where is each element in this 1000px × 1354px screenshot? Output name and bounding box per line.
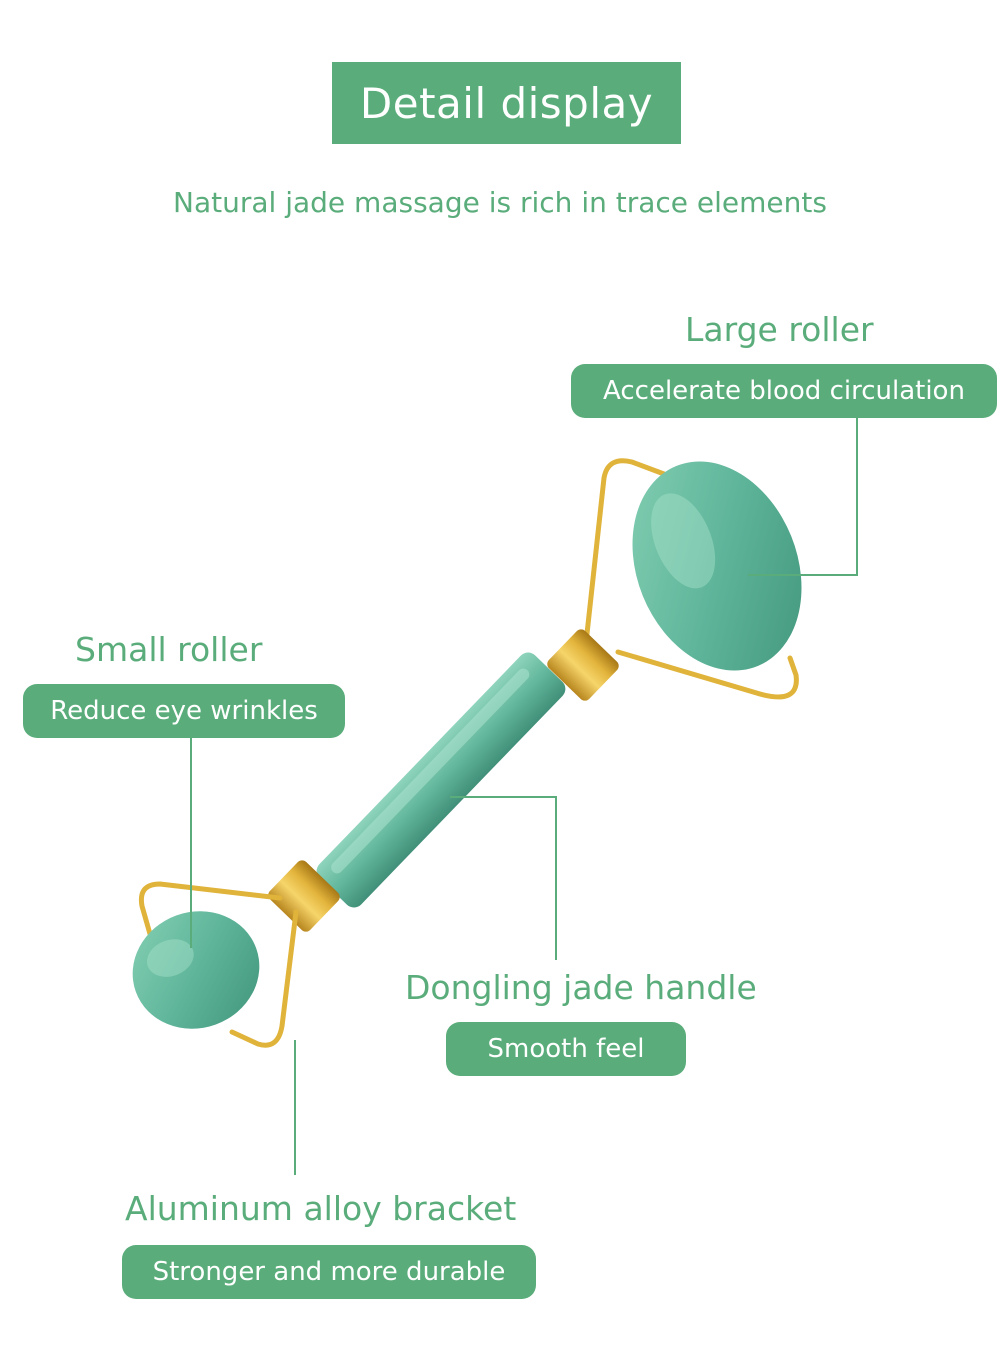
small-roller-desc: Reduce eye wrinkles [23,684,345,738]
small-roller [132,911,260,1029]
top-collar [547,629,619,701]
bottom-bracket-wire [138,881,283,937]
handle-leader [450,796,557,960]
bottom-collar [268,860,340,932]
large-roller-leader [748,418,858,576]
page-title: Detail display [359,78,654,128]
page-title-box: Detail display [332,62,681,144]
large-roller-title: Large roller [685,310,874,349]
handle-title: Dongling jade handle [405,968,757,1007]
bottom-bracket-wire-lower [229,909,299,1048]
top-bracket-wire-lower [615,649,799,700]
handle-desc: Smooth feel [446,1022,686,1076]
page-subtitle: Natural jade massage is rich in trace el… [173,186,827,219]
top-bracket-wire [582,458,667,655]
large-roller [632,461,802,671]
small-roller-title: Small roller [75,630,263,669]
jade-handle [316,652,566,908]
large-roller-desc: Accelerate blood circulation [571,364,997,418]
bracket-desc: Stronger and more durable [122,1245,536,1299]
bracket-title: Aluminum alloy bracket [125,1189,517,1228]
